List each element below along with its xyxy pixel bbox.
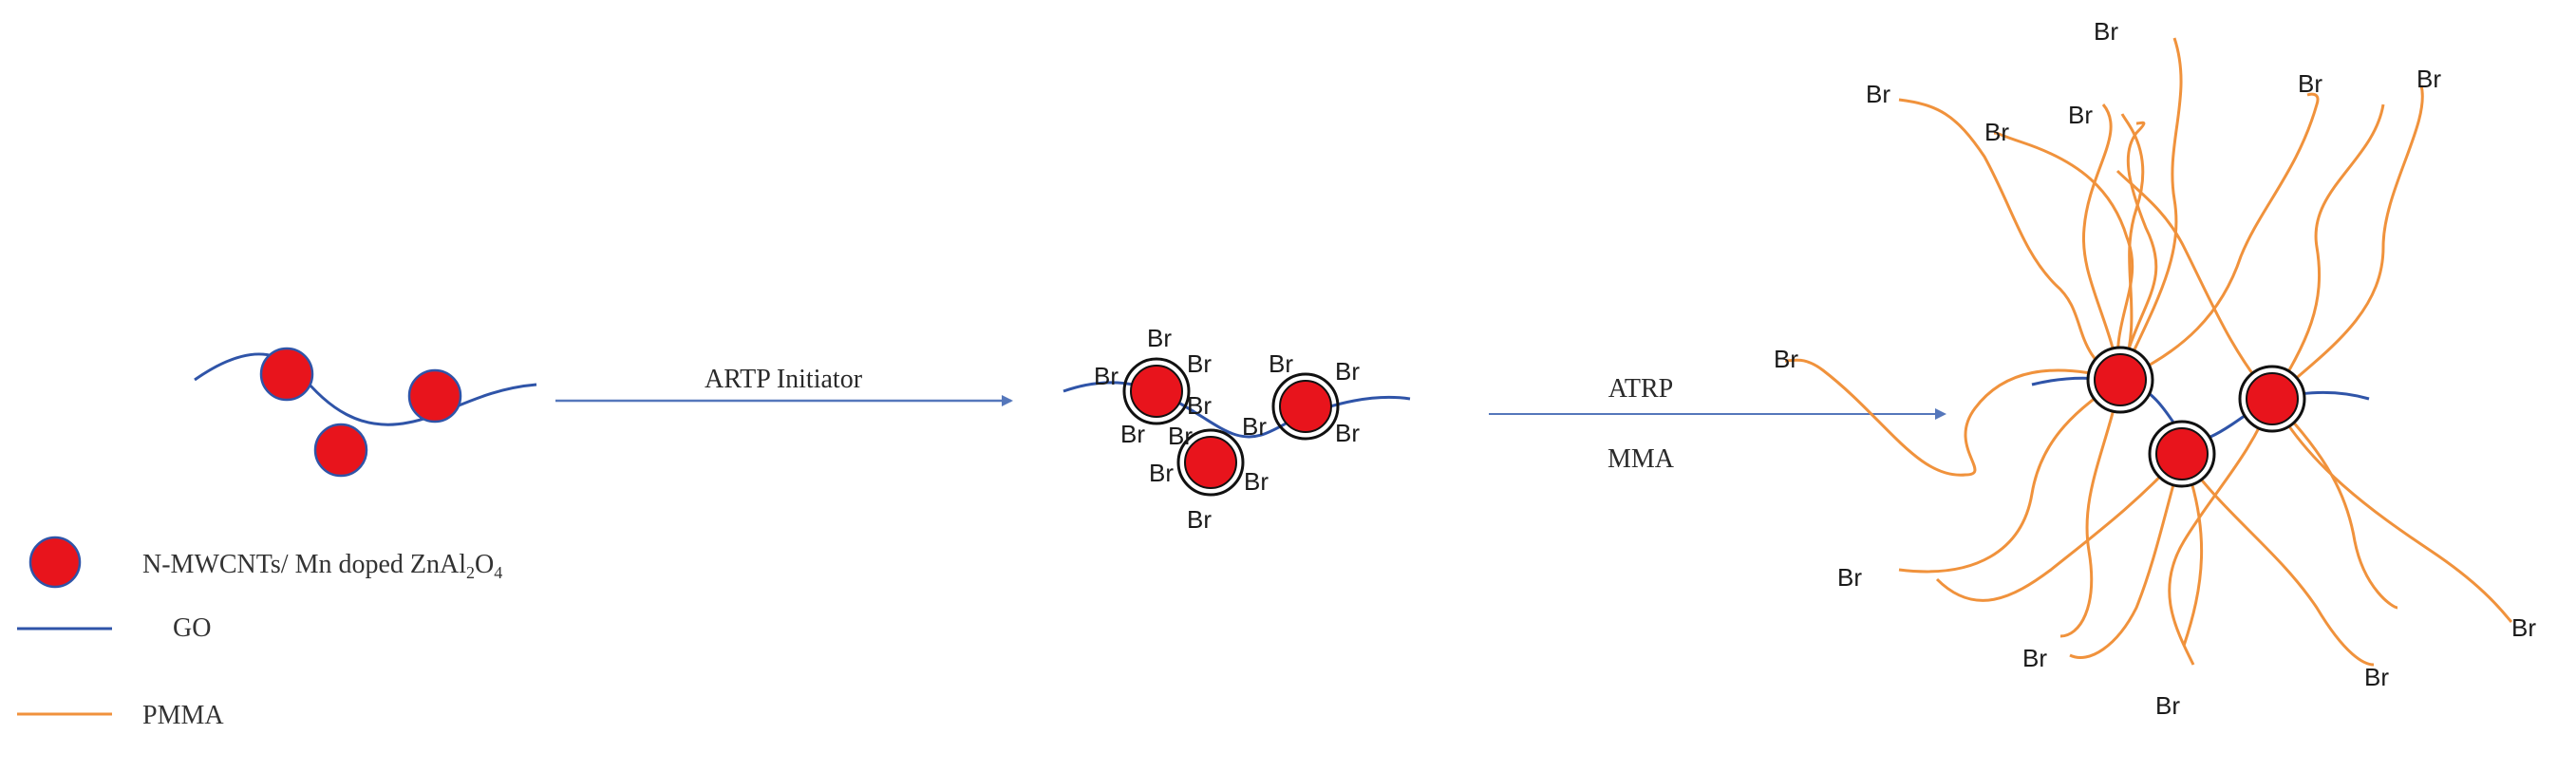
particle-2 [407, 368, 462, 424]
pmma-chain [2118, 37, 2183, 381]
legend: N-MWCNTs/ Mn doped ZnAl2O4 GO PMMA [17, 536, 502, 730]
stage-3-pmma-grafted: Br Br Br Br Br Br Br Br Br Br Br Br [1774, 17, 2536, 720]
step-2-label-bottom: MMA [1608, 444, 1675, 474]
particle-ring-3 [1176, 428, 1245, 497]
br-label: Br [2094, 17, 2118, 46]
particle-3 [1184, 436, 1237, 489]
pmma-chain [1935, 452, 2184, 602]
pmma-chain [2180, 453, 2375, 667]
br-label: Br [1774, 345, 1798, 373]
legend-particle-swatch [28, 536, 82, 589]
br-label: Br [1149, 459, 1174, 487]
br-label: Br [2364, 663, 2389, 691]
particle-ring-1 [1122, 357, 1191, 425]
br-label: Br [1187, 505, 1212, 534]
go-sheet-1 [194, 352, 537, 426]
br-label: Br [2155, 691, 2180, 720]
br-label: Br [1335, 419, 1360, 447]
pmma-chain [2270, 398, 2513, 624]
br-label: Br [2068, 101, 2093, 129]
pmma-chain [2081, 104, 2122, 381]
pmma-chain [2270, 104, 2385, 400]
legend-particle-label: N-MWCNTs/ Mn doped ZnAl2O4 [142, 550, 502, 582]
pmma-chains [1784, 37, 2513, 667]
pmma-chain [1898, 378, 2121, 574]
br-label: Br [2511, 613, 2536, 642]
pmma-chain [2118, 121, 2158, 381]
pmma-chain [1993, 131, 2134, 381]
pmma-chain [2270, 397, 2398, 610]
pmma-chain [2119, 92, 2320, 382]
br-label: Br [1094, 362, 1119, 390]
br-label: Br [1866, 80, 1890, 108]
stage-1-go-particles [194, 347, 537, 478]
br-label: Br [2416, 65, 2441, 93]
step-2-label-top: ATRP [1608, 374, 1673, 404]
br-label: Br [1147, 324, 1172, 352]
br-label: Br [1187, 391, 1212, 420]
stage-2-br-functionalized: Br Br Br Br Br Br Br Br Br Br Br Br Br [1062, 324, 1411, 534]
br-label: Br [1269, 349, 1293, 378]
br-label: Br [1242, 412, 1267, 441]
br-label: Br [1244, 467, 1269, 496]
arrow-step-2: ATRP MMA [1489, 374, 1946, 474]
particle-1 [2094, 353, 2147, 406]
br-label: Br [1120, 420, 1145, 448]
legend-pmma-label: PMMA [142, 701, 224, 730]
particle-3 [313, 423, 368, 478]
br-label: Br [1187, 349, 1212, 378]
br-label: Br [1335, 357, 1360, 386]
particle-1 [259, 347, 314, 402]
legend-go-label: GO [173, 613, 211, 643]
pmma-chain [2168, 398, 2274, 666]
br-label: Br [1168, 422, 1193, 450]
br-label: Br [1984, 118, 2009, 146]
pmma-chain [2059, 379, 2122, 638]
pmma-chain [2118, 113, 2145, 381]
pmma-chain [2115, 169, 2274, 400]
particle-3 [2155, 427, 2209, 480]
particle-1 [1130, 365, 1183, 418]
particle-2 [2246, 372, 2299, 425]
br-label: Br [1837, 563, 1862, 592]
pmma-chain [1898, 98, 2121, 382]
particle-2 [1279, 380, 1332, 433]
particle-ring-2 [1271, 372, 1340, 441]
pmma-chain [2069, 453, 2184, 660]
arrow-step-1: ARTP Initiator [555, 365, 1013, 406]
br-label: Br [2022, 644, 2047, 672]
pmma-chain [1784, 358, 2121, 477]
br-label: Br [2298, 69, 2322, 98]
step-1-label: ARTP Initiator [705, 365, 863, 394]
pmma-chain [2271, 85, 2424, 401]
